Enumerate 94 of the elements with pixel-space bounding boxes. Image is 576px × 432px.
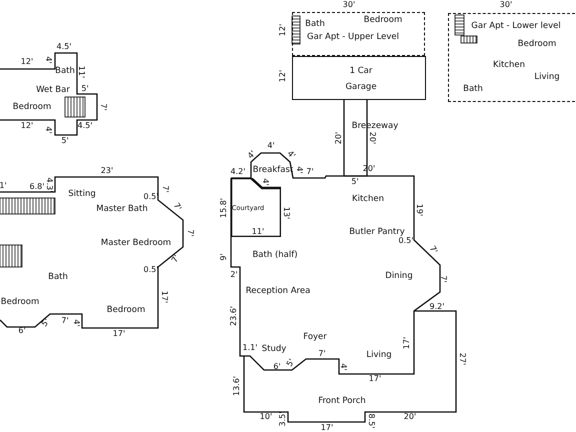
dimension-label: 7'	[170, 254, 182, 264]
dimension-label: 12'	[279, 70, 287, 82]
room-label: Bedroom	[0, 298, 40, 306]
dimension-label: 15.8'	[220, 198, 228, 218]
dimension-label: 17'	[160, 290, 168, 304]
dimension-label: 23.6'	[230, 306, 238, 326]
dimension-label: 4'	[267, 142, 275, 150]
dimension-label: 12'	[20, 58, 34, 66]
dimension-label: 6.8'	[30, 183, 44, 191]
dimension-label: 10'	[260, 413, 272, 421]
room-label: Living	[366, 350, 392, 360]
dimension-label: 30'	[500, 1, 512, 9]
room-label: Bath	[463, 84, 483, 94]
dimension-label: 7'	[186, 229, 194, 237]
dimension-label: 9'	[220, 253, 228, 261]
dimension-label: 17'	[112, 330, 126, 338]
room-label: Reception Area	[246, 286, 310, 296]
dimension-label: 12'	[279, 24, 287, 36]
room-label: Bedroom	[12, 102, 52, 112]
dimension-label: 20'	[404, 413, 416, 421]
room-label: Bath	[55, 66, 75, 76]
room-label: Dining	[385, 272, 413, 280]
room-label: Master Bath	[96, 204, 148, 214]
room-label: Gar Apt - Lower level	[471, 22, 561, 30]
dimension-label: 5'	[286, 358, 296, 368]
dimension-label: 6'	[273, 363, 281, 371]
dimension-label: 7'	[318, 350, 326, 358]
room-label: Front Porch	[318, 396, 366, 406]
dimension-label: 19'	[415, 204, 423, 216]
apartment-upper-box	[292, 12, 425, 56]
dimension-label: 30'	[342, 1, 356, 9]
dimension-label: 7'	[172, 202, 182, 212]
room-label: Master Bedroom	[100, 238, 172, 248]
room-label: Study	[262, 344, 286, 354]
dimension-label: 7'	[439, 275, 447, 283]
dimension-label: 4'	[286, 150, 296, 160]
dimension-label: 11'	[77, 66, 85, 78]
dimension-label: 17'	[320, 424, 334, 432]
dimension-label: 0.5'	[144, 193, 158, 201]
dimension-label: 27'	[458, 352, 466, 366]
room-label: Foyer	[303, 332, 327, 342]
dimension-label: 7'	[99, 103, 107, 111]
apartment-lower-box	[448, 13, 576, 102]
dimension-label: 4'	[44, 56, 52, 64]
dimension-label: 11'	[252, 228, 264, 236]
room-label: Bath (half)	[252, 250, 298, 260]
dimension-label: 17'	[368, 375, 382, 383]
dimension-label: 3.5'	[279, 412, 287, 426]
room-label: 1 Car Garage	[344, 64, 378, 94]
dimension-label: 4.3'	[45, 178, 53, 192]
room-label: Gar Apt - Upper Level	[307, 32, 399, 42]
room-label: Bedroom	[364, 16, 402, 24]
dimension-label: 0.5'	[398, 237, 414, 245]
dimension-label: 4'	[72, 319, 80, 327]
room-label: Butler Pantry	[349, 228, 405, 236]
garage-box	[292, 56, 426, 100]
room-label: Bedroom	[106, 306, 146, 314]
dimension-label: 13'	[282, 206, 290, 220]
dimension-label: 17'	[403, 336, 411, 350]
room-label: Wet Bar	[36, 86, 70, 94]
room-label: Kitchen	[352, 194, 384, 204]
dimension-label: 4.2'	[230, 168, 246, 176]
dimension-label: 4'	[44, 126, 52, 134]
dimension-label: 4'	[339, 363, 347, 371]
dimension-label: 20'	[368, 132, 376, 144]
dimension-label: 7'	[161, 185, 169, 193]
dimension-label: 4'	[295, 166, 303, 174]
dimension-label: 20'	[335, 132, 343, 144]
dimension-label: 4.5'	[78, 122, 92, 130]
dimension-label: 13.6'	[233, 376, 241, 396]
dimension-label: 7'	[306, 168, 314, 176]
dimension-label: 5'	[40, 318, 52, 328]
dimension-label: 1.1'	[242, 344, 258, 352]
dimension-label: 5'	[81, 85, 89, 93]
dimension-label: 12'	[20, 122, 34, 130]
dimension-label: 5'	[351, 178, 359, 186]
room-label: Kitchen	[493, 60, 525, 70]
dimension-label: 23'	[100, 167, 114, 175]
dimension-label: 4'	[246, 150, 258, 160]
dimension-label: 8.5'	[367, 414, 375, 428]
dimension-label: 7'	[61, 317, 69, 325]
dimension-label: 5'	[61, 137, 69, 145]
courtyard-box	[231, 178, 281, 237]
dimension-label: 9.2'	[430, 303, 444, 311]
room-label: Bath	[305, 20, 325, 28]
dimension-label: 4'	[261, 178, 269, 186]
dimension-label: 2'	[230, 271, 238, 279]
room-label: Living	[534, 72, 560, 82]
room-label: Bath	[48, 272, 68, 282]
dimension-label: 7'	[428, 244, 438, 256]
room-label: Bedroom	[518, 40, 556, 48]
dimension-label: 4.5'	[56, 43, 72, 51]
room-label: Sitting	[68, 190, 96, 198]
dimension-label: 1'	[0, 182, 7, 190]
